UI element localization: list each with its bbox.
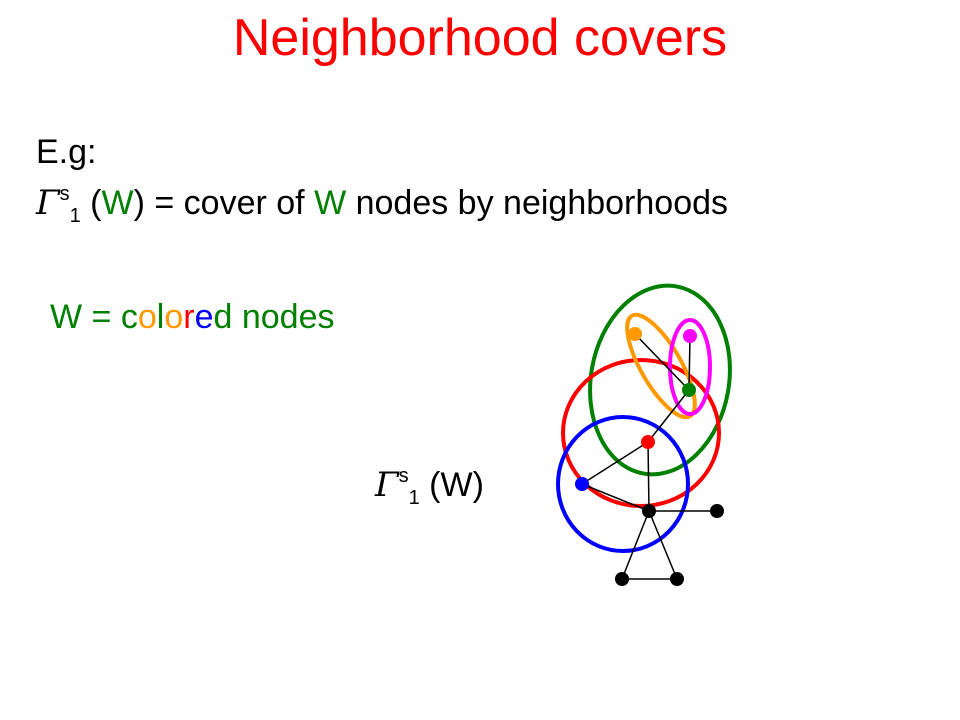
node-red	[641, 435, 655, 449]
subscript-1: 1	[69, 205, 81, 227]
magenta-neighborhood	[668, 318, 712, 416]
colored-letter-5: e	[194, 298, 214, 336]
cover-definition: Γs1 (W) = cover of W nodes by neighborho…	[36, 183, 728, 228]
label-subscript-1: 1	[408, 487, 420, 509]
red-neighborhood	[561, 358, 721, 508]
arg-close: )	[133, 184, 145, 222]
colored-letter-0: c	[120, 298, 138, 336]
w-nodes-word: W	[314, 184, 347, 222]
edge-b1-b4	[648, 510, 678, 580]
edge-b1-b3	[621, 510, 650, 580]
edge-red-b1	[647, 441, 650, 512]
label-gamma-symbol: Γ	[375, 465, 399, 505]
example-label: E.g:	[36, 133, 97, 171]
node-b1	[642, 504, 656, 518]
colored-letter-4: r	[183, 298, 195, 336]
node-green	[682, 383, 696, 397]
equals-text: = cover of	[144, 184, 315, 222]
arg-w: W	[101, 184, 134, 222]
superscript-s: s	[59, 183, 70, 205]
colored-letter-1: o	[137, 298, 157, 336]
cover-label: Γs1 (W)	[375, 465, 484, 510]
w-definition: W = colored nodes	[50, 298, 335, 337]
edge-orange-green	[634, 333, 690, 391]
colored-letter-3: o	[164, 298, 184, 336]
arg-open: (	[80, 184, 102, 222]
w-suffix: nodes	[232, 298, 335, 336]
node-b4	[670, 572, 684, 586]
colored-word: colored	[121, 298, 233, 336]
edge-red-blue	[581, 441, 649, 485]
definition-tail: nodes by neighborhoods	[346, 184, 729, 222]
node-magenta	[683, 329, 697, 343]
blue-neighborhood	[556, 415, 690, 553]
colored-letter-2: l	[156, 298, 165, 336]
page-title: Neighborhood covers	[232, 9, 728, 67]
label-argument: (W)	[419, 466, 484, 504]
colored-letter-6: d	[213, 298, 233, 336]
gamma-symbol: Γ	[36, 183, 60, 223]
w-prefix: W =	[50, 298, 121, 336]
node-blue	[575, 477, 589, 491]
edge-blue-b1	[581, 483, 650, 512]
label-superscript-s: s	[398, 465, 409, 487]
node-b2	[710, 504, 724, 518]
node-b3	[615, 572, 629, 586]
green-neighborhood	[588, 283, 732, 477]
edge-green-red	[647, 389, 690, 443]
node-orange	[628, 327, 642, 341]
orange-neighborhood	[625, 312, 697, 420]
edge-magenta-green	[688, 335, 691, 391]
